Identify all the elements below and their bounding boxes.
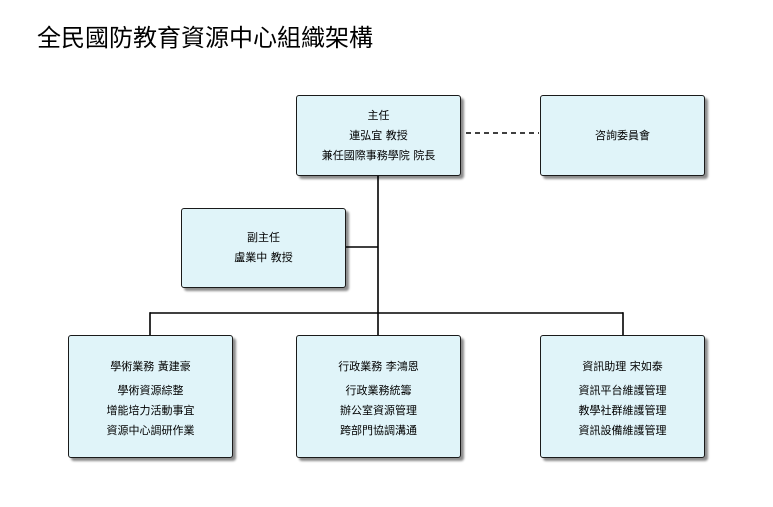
chart-title: 全民國防教育資源中心組織架構 bbox=[37, 24, 373, 52]
unit-duty: 資源中心調研作業 bbox=[106, 424, 195, 437]
unit-duty: 行政業務統籌 bbox=[345, 384, 412, 397]
deputy-role: 副主任 bbox=[247, 231, 280, 244]
unit-heading: 學術業務 黃建豪 bbox=[110, 360, 191, 373]
deputy-name: 盧業中 教授 bbox=[234, 251, 293, 264]
unit-duty: 辦公室資源管理 bbox=[340, 404, 417, 417]
director-note: 兼任國際事務學院 院長 bbox=[321, 148, 436, 162]
advisory-committee-box: 咨詢委員會 bbox=[540, 95, 705, 176]
director-role: 主任 bbox=[367, 108, 390, 122]
unit-heading: 資訊助理 宋如泰 bbox=[582, 360, 663, 373]
unit-duty: 資訊設備維護管理 bbox=[578, 424, 667, 437]
unit-duty: 教學社群維護管理 bbox=[578, 404, 667, 417]
unit-box-administration: 行政業務 李鴻恩 行政業務統籌 辦公室資源管理 跨部門協調溝通 bbox=[296, 335, 461, 458]
unit-duty: 學術資源綜整 bbox=[117, 384, 184, 397]
deputy-director-box: 副主任 盧業中 教授 bbox=[181, 208, 346, 288]
unit-duty: 跨部門協調溝通 bbox=[340, 424, 417, 437]
advisory-label: 咨詢委員會 bbox=[595, 128, 650, 142]
unit-duty: 增能培力活動事宜 bbox=[106, 404, 195, 417]
unit-box-academic: 學術業務 黃建豪 學術資源綜整 增能培力活動事宜 資源中心調研作業 bbox=[68, 335, 233, 458]
unit-heading: 行政業務 李鴻恩 bbox=[338, 360, 419, 373]
unit-box-information: 資訊助理 宋如泰 資訊平台維護管理 教學社群維護管理 資訊設備維護管理 bbox=[540, 335, 705, 458]
director-name: 連弘宜 教授 bbox=[349, 128, 408, 142]
director-box: 主任 連弘宜 教授 兼任國際事務學院 院長 bbox=[296, 95, 461, 176]
unit-duty: 資訊平台維護管理 bbox=[578, 384, 667, 397]
